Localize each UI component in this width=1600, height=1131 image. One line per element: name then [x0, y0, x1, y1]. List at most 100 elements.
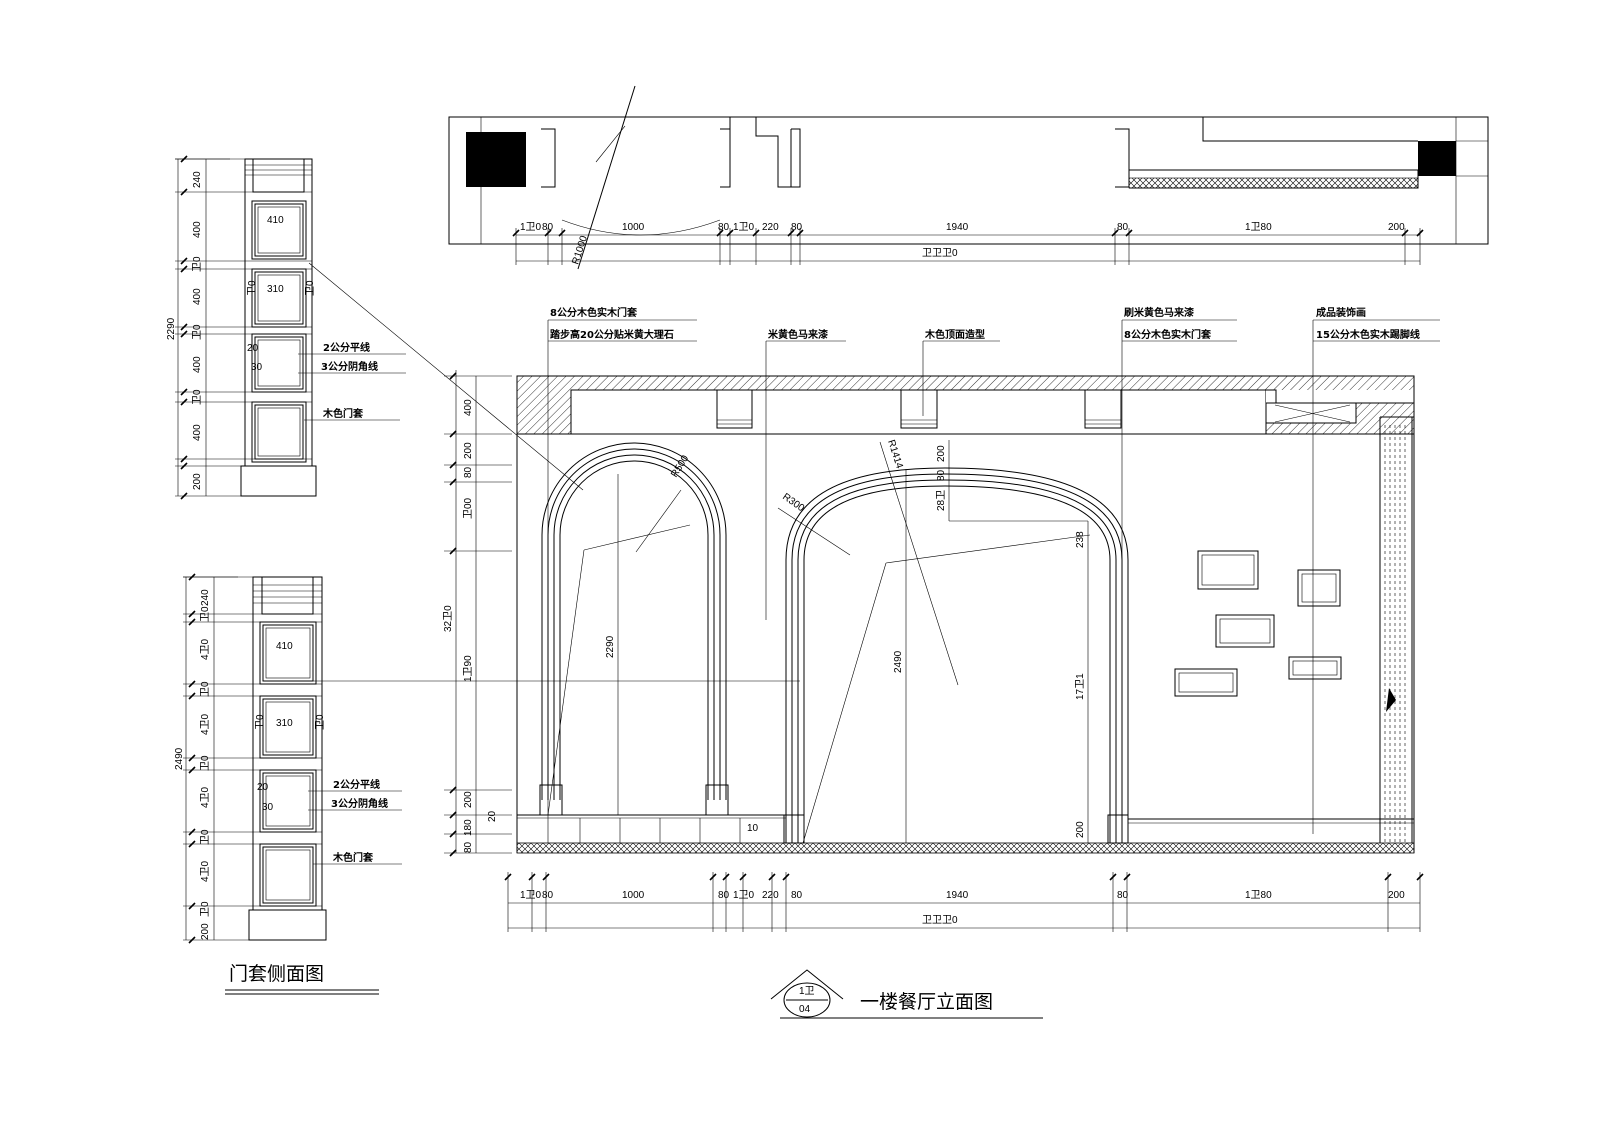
plan-ticks-tick-2: [558, 229, 566, 237]
elev-dim-600: 卫00: [463, 497, 474, 519]
elev-bottom-total: 卫卫卫0: [922, 915, 958, 926]
elev-dim-2290: 2290: [605, 635, 616, 658]
side-bottom-dim-0: 240: [200, 589, 211, 606]
side-top-ticks-tick-1: [180, 188, 188, 196]
plan-dim-8: 80: [1117, 222, 1129, 233]
plan-dim-6: 80: [791, 222, 803, 233]
label-ceiling-shape: 木色顶面造型: [924, 328, 985, 341]
elev-left-ticks-tick-4: [449, 547, 457, 555]
plan-ticks-tick-8: [1111, 229, 1119, 237]
elev-bottom-ticks-tick-2: [542, 873, 550, 881]
elev-bottom-dim-0: 1卫0: [520, 890, 542, 901]
plan-ticks-tick-9: [1125, 229, 1133, 237]
elev-left-ticks-tick-8: [449, 849, 457, 857]
elev-bottom-dim-1: 80: [542, 890, 554, 901]
section-marker: [770, 969, 844, 1018]
left-arch-door: [539, 442, 729, 816]
side-top-ticks-tick-9: [180, 462, 188, 470]
label-door-casing-right: 8公分木色实木门套: [1124, 328, 1212, 341]
floor-strip: [516, 842, 1415, 854]
side-top-width-310: 310: [267, 284, 284, 295]
label-skirting: 15公分木色实木踢脚线: [1316, 328, 1420, 341]
elev-bottom-dim-2: 1000: [622, 890, 645, 901]
elev-bottom-dim-7: 1940: [946, 890, 969, 901]
titles: 门套侧面图 1卫 04 一楼餐厅立面图: [225, 963, 1043, 1019]
side-top-dim-4: 卫0: [192, 324, 203, 340]
side-bottom-small-1: 卫0: [315, 714, 326, 730]
plan-dim-7: 1940: [946, 222, 969, 233]
elev-dim-200b: 200: [463, 791, 474, 808]
side-bottom-panels-mid-2: [262, 772, 314, 830]
door-casing-side-view-top: 2290 240 400 卫0 400 卫0 400 卫0 400 200 41…: [166, 155, 406, 500]
column-block-left: [466, 132, 526, 187]
side-top-panels-inner-1: [257, 274, 301, 322]
label-door-casing-left: 8公分木色实木门套: [550, 306, 638, 319]
side-top-dim-7: 400: [192, 424, 203, 441]
side-top-panels-inner-2: [257, 339, 301, 387]
elev-bottom-ticks-tick-11: [1416, 873, 1424, 881]
elev-bottom-ticks-tick-1: [528, 873, 536, 881]
side-top-dim-0: 240: [192, 171, 203, 188]
side-top-ticks-tick-7: [180, 398, 188, 406]
side-top-dim-2: 卫0: [192, 256, 203, 272]
plan-ticks-tick-3: [716, 229, 724, 237]
elev-dim-180: 180: [463, 819, 474, 836]
plan-ticks-tick-10: [1401, 229, 1409, 237]
elev-bottom-ticks-tick-7: [782, 873, 790, 881]
decorative-paintings: [1174, 550, 1342, 697]
side-top-ticks-tick-5: [180, 330, 188, 338]
door-casing-side-view-bottom: 2490 240 卫0 4卫0 卫0 4卫0 卫0 4卫0 卫0 4卫0 卫0 …: [174, 573, 402, 944]
elev-left-ticks-tick-0: [449, 372, 457, 380]
side-top-dim-3: 400: [192, 288, 203, 305]
side-bottom-panels-inner-1: [265, 701, 311, 753]
side-bottom-panels-mid-0: [262, 624, 314, 682]
side-top-ticks-tick-2: [180, 257, 188, 265]
plan-ticks-tick-5: [752, 229, 760, 237]
side-bottom-panels-mid-1: [262, 698, 314, 756]
elev-dim-286: 28卫: [936, 490, 947, 511]
elev-bottom-dim-6: 80: [791, 890, 803, 901]
elev-dim-238: 238: [1075, 531, 1086, 548]
side-bottom-ticks-tick-0: [188, 573, 196, 581]
elev-total-height: 32卫0: [443, 605, 454, 632]
elev-left-ticks-tick-3: [449, 478, 457, 486]
elev-bottom-dim-10: 200: [1388, 890, 1405, 901]
elev-dim-20: 20: [487, 810, 498, 822]
elev-dim-80a: 80: [463, 466, 474, 478]
side-bottom-panels-inner-3: [265, 849, 311, 901]
side-bottom-dim-1: 卫0: [200, 606, 211, 622]
side-top-small-1: 卫0: [305, 280, 316, 296]
elev-dim-80b: 80: [463, 841, 474, 853]
side-bottom-ticks-tick-2: [188, 618, 196, 626]
side-bottom-dim-6: 4卫0: [200, 786, 211, 808]
side-bottom-panels-mid-3: [262, 846, 314, 904]
marker-bottom-label: 04: [799, 1004, 811, 1015]
elev-bottom-ticks-tick-9: [1123, 873, 1131, 881]
leader-lines: [308, 262, 1440, 844]
side-bottom-dim-7: 卫0: [200, 829, 211, 845]
plan-ticks-tick-7: [796, 229, 804, 237]
side-bottom-dim-2: 4卫0: [200, 638, 211, 660]
side-bottom-ticks-tick-6: [188, 766, 196, 774]
side-bottom-panels-inner-0: [265, 627, 311, 679]
elev-dim-1690: 1卫90: [463, 655, 474, 682]
plan-dim-3: 80: [718, 222, 730, 233]
side-top-ticks-tick-3: [180, 265, 188, 273]
side-bottom-ticks-tick-8: [188, 840, 196, 848]
elev-dim-2490: 2490: [893, 650, 904, 673]
side-top-callout-1: 3公分阴角线: [321, 360, 378, 373]
door-swing-line: [577, 85, 636, 270]
inner-dimension-lines: [617, 440, 1089, 843]
elev-left-ticks-tick-6: [449, 811, 457, 819]
side-top-dim-6: 卫0: [192, 389, 203, 405]
plan-dim-1: 80: [542, 222, 554, 233]
plan-dim-0: 1卫0: [520, 222, 542, 233]
side-top-dim-1: 400: [192, 221, 203, 238]
plan-dim-4: 1卫0: [733, 222, 755, 233]
elev-bottom-dim-4: 1卫0: [733, 890, 755, 901]
side-top-ticks-tick-6: [180, 388, 188, 396]
plan-hatched-strip: [1128, 177, 1419, 189]
side-bottom-ticks-tick-9: [188, 902, 196, 910]
marble-step: [517, 814, 787, 843]
